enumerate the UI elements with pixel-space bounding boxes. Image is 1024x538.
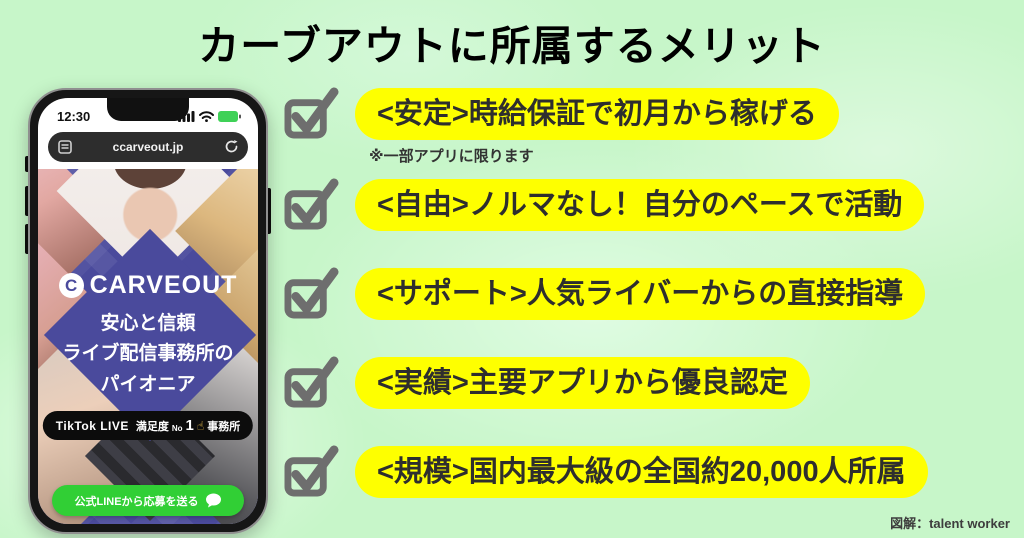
- phone-power-button: [266, 188, 271, 234]
- phone-volume-down-button: [25, 224, 30, 254]
- tagline-line-3: パイオニア: [100, 373, 196, 395]
- checkbox-icon: [284, 267, 339, 319]
- page-title: カーブアウトに所属するメリット: [198, 23, 826, 69]
- benefit-label: <自由>ノルマなし！自分のペースで活動: [355, 179, 925, 231]
- phone-mockup: 12:30: [25, 88, 271, 534]
- credit-text: 図解：talent worker: [890, 516, 1010, 531]
- benefit-content: <安定>時給保証で初月から稼げる ※一部アプリに限ります: [355, 88, 839, 166]
- wifi-icon: [199, 110, 214, 122]
- carveout-logo-icon: C: [58, 273, 84, 298]
- benefit-row-5: <規模>国内最大級の全国約20,000人所属: [283, 445, 928, 498]
- browser-url-bar[interactable]: ccarveout.jp: [48, 132, 248, 162]
- tagline-line-2: ライブ配信事務所の: [62, 343, 234, 365]
- battery-icon: [218, 110, 241, 122]
- url-text[interactable]: ccarveout.jp: [112, 140, 184, 154]
- benefit-row-4: <実績>主要アプリから優良認定: [283, 356, 810, 409]
- benefit-label: <安定>時給保証で初月から稼げる: [355, 88, 839, 140]
- website-content: C CARVEOUT 安心と信頼 ライブ配信事務所の パイオニア TikTok …: [38, 169, 258, 524]
- brand-row: C CARVEOUT: [38, 271, 258, 300]
- benefit-note: ※一部アプリに限ります: [369, 148, 534, 165]
- benefit-label: <実績>主要アプリから優良認定: [355, 357, 810, 409]
- checkbox-icon: [284, 356, 339, 408]
- phone-volume-up-button: [25, 186, 30, 216]
- phone-mute-switch: [25, 156, 30, 172]
- line-apply-button[interactable]: 公式LINEから応募を送る: [52, 485, 244, 516]
- refresh-icon[interactable]: [224, 139, 239, 154]
- badge-no: No: [171, 424, 183, 433]
- finger-up-icon: ☝: [196, 418, 205, 433]
- status-time: 12:30: [57, 108, 91, 124]
- checkbox-icon: [284, 178, 339, 230]
- checkbox-icon: [284, 445, 339, 497]
- benefit-label: <規模>国内最大級の全国約20,000人所属: [355, 446, 928, 498]
- tagline-line-1: 安心と信頼: [100, 313, 196, 334]
- badge-app-name: TikTok LIVE: [55, 418, 129, 433]
- checkbox-icon: [284, 87, 339, 139]
- badge-number: 1: [185, 417, 194, 434]
- tiktok-badge: TikTok LIVE 満足度 No 1 ☝ 事務所: [42, 411, 254, 440]
- site-tagline: 安心と信頼 ライブ配信事務所の パイオニア: [38, 309, 258, 400]
- badge-suffix: 事務所: [207, 420, 241, 433]
- benefit-row-2: <自由>ノルマなし！自分のペースで活動: [283, 178, 925, 231]
- line-button-label: 公式LINEから応募を送る: [74, 495, 199, 508]
- phone-notch: [107, 98, 189, 121]
- phone-screen: 12:30: [38, 98, 258, 524]
- brand-name: CARVEOUT: [89, 271, 238, 299]
- phone-frame: 12:30: [28, 88, 268, 534]
- badge-label: 満足度: [135, 420, 169, 433]
- logo-letter: C: [64, 275, 78, 295]
- reader-icon[interactable]: [58, 140, 72, 154]
- benefit-row-1: <安定>時給保証で初月から稼げる ※一部アプリに限ります: [283, 87, 839, 166]
- benefit-label: <サポート>人気ライバーからの直接指導: [355, 268, 926, 320]
- line-chat-bubble-icon: [205, 493, 221, 508]
- benefit-row-3: <サポート>人気ライバーからの直接指導: [283, 267, 926, 320]
